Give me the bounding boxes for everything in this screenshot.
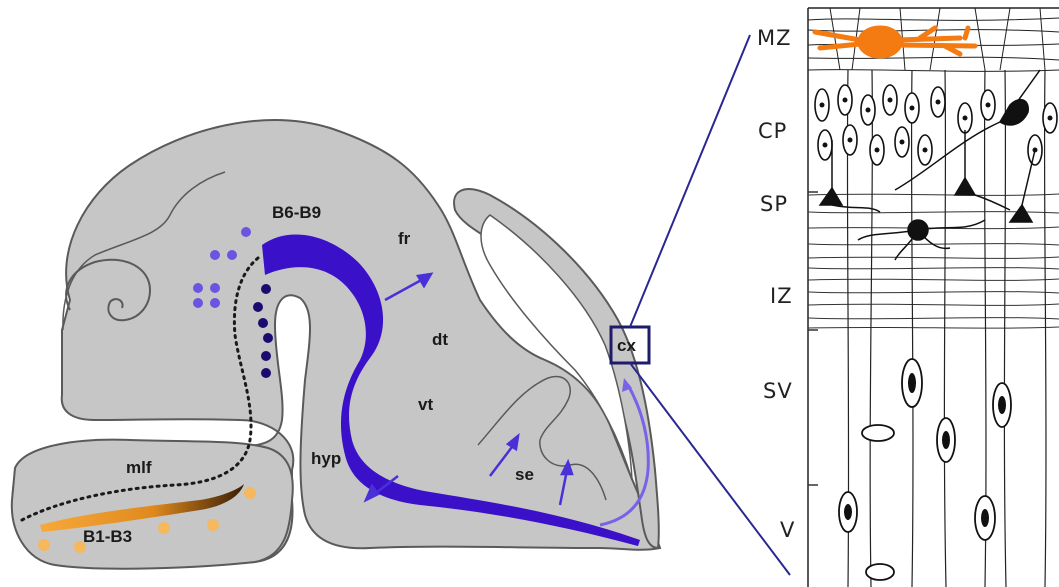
brain-section: B6-B9 fr dt vt hyp se mlf B1-B3 cx: [12, 120, 660, 569]
label-cx: cx: [617, 336, 636, 355]
label-b6-b9: B6-B9: [272, 203, 321, 222]
cortex-panel: MZ CP SP IZ SV V: [757, 0, 1059, 587]
brain-lower-left-lobe: [12, 440, 293, 569]
label-se: se: [515, 465, 534, 484]
layer-label-sv: SV: [763, 379, 793, 403]
layer-label-sp: SP: [760, 192, 788, 216]
zoom-line-top: [630, 35, 750, 327]
layer-label-v: V: [780, 518, 795, 542]
layer-label-iz: IZ: [770, 284, 793, 308]
label-b1-b3: B1-B3: [83, 527, 132, 546]
label-vt: vt: [418, 395, 433, 414]
label-dt: dt: [432, 330, 448, 349]
layer-label-cp: CP: [758, 119, 787, 143]
label-hyp: hyp: [311, 449, 341, 468]
label-mlf: mlf: [126, 458, 152, 477]
layer-label-mz: MZ: [757, 26, 792, 50]
label-fr: fr: [398, 229, 411, 248]
